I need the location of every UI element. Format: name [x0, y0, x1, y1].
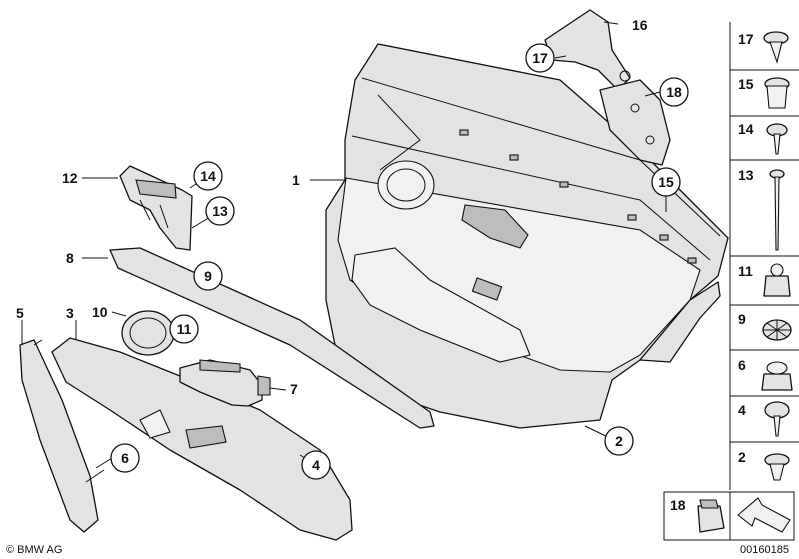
screw-icon — [766, 123, 788, 155]
legend-row-4: 4 — [730, 401, 799, 443]
door-handle — [179, 359, 271, 407]
switch-holder — [119, 165, 193, 251]
copyright-text: © BMW AG — [6, 544, 62, 556]
star-clip-icon — [762, 319, 792, 341]
callout-17: 17 — [532, 50, 548, 66]
legend-label-9: 9 — [738, 311, 746, 327]
callout-1: 1 — [292, 172, 300, 188]
legend-label-6: 6 — [738, 357, 746, 373]
callout-18-circle: 18 — [659, 77, 689, 107]
clip-icon — [697, 499, 725, 533]
callout-18: 18 — [666, 84, 682, 100]
hex-nut-icon — [761, 361, 793, 391]
callout-17-circle: 17 — [525, 43, 555, 73]
legend-row-13: 13 — [730, 167, 799, 257]
callout-11: 11 — [177, 321, 192, 337]
callout-12: 12 — [62, 170, 78, 186]
callout-4: 4 — [312, 457, 320, 473]
legend-row-14: 14 — [730, 121, 799, 161]
callout-15-circle: 15 — [651, 167, 681, 197]
callout-8: 8 — [66, 250, 74, 266]
push-rivet-icon — [763, 31, 789, 64]
legend-row-15: 15 — [730, 76, 799, 117]
callout-10: 10 — [92, 304, 108, 320]
legend-label-17: 17 — [738, 31, 754, 47]
reference-box: 18 — [663, 491, 795, 541]
legend-label-4: 4 — [738, 402, 746, 418]
armrest — [51, 337, 353, 541]
washer-screw-icon — [764, 401, 790, 437]
legend-row-11: 11 — [730, 263, 799, 306]
callout-16: 16 — [632, 17, 648, 33]
callout-14-circle: 14 — [193, 161, 223, 191]
legend-label-13: 13 — [738, 167, 754, 183]
legend-label-2: 2 — [738, 449, 746, 465]
expanding-nut-icon — [764, 77, 790, 109]
callout-9: 9 — [204, 268, 212, 284]
callout-13: 13 — [212, 203, 228, 219]
mounting-bracket — [544, 9, 671, 166]
callout-2: 2 — [615, 433, 623, 449]
callout-15: 15 — [658, 174, 674, 190]
legend-row-9: 9 — [730, 311, 799, 351]
pull-strap — [19, 339, 105, 533]
legend-row-2: 2 — [738, 449, 790, 481]
callout-13-circle: 13 — [205, 196, 235, 226]
long-bolt-icon — [769, 169, 785, 251]
callout-11-circle: 11 — [169, 314, 199, 344]
callout-6-circle: 6 — [110, 443, 140, 473]
diagram-id: 00160185 — [740, 544, 789, 556]
callout-3: 3 — [66, 305, 74, 321]
legend-label-15: 15 — [738, 76, 754, 92]
legend-label-14: 14 — [738, 121, 754, 137]
expanding-rivet-icon — [764, 453, 790, 481]
nut-icon — [763, 263, 791, 297]
callout-9-circle: 9 — [193, 261, 223, 291]
speaker-cover — [121, 310, 175, 356]
arrow-icon — [737, 497, 791, 533]
callout-14: 14 — [200, 168, 216, 184]
callout-2-circle: 2 — [604, 426, 634, 456]
legend-row-6: 6 — [730, 357, 799, 397]
reference-label-18: 18 — [670, 497, 686, 513]
legend-row-17: 17 — [730, 31, 799, 71]
callout-7: 7 — [290, 381, 298, 397]
callout-4-circle: 4 — [301, 450, 331, 480]
callout-5: 5 — [16, 305, 24, 321]
callout-6: 6 — [121, 450, 129, 466]
fastener-legend: 17 15 14 13 — [729, 22, 799, 490]
legend-label-11: 11 — [738, 263, 753, 279]
trim-strip — [109, 247, 435, 429]
